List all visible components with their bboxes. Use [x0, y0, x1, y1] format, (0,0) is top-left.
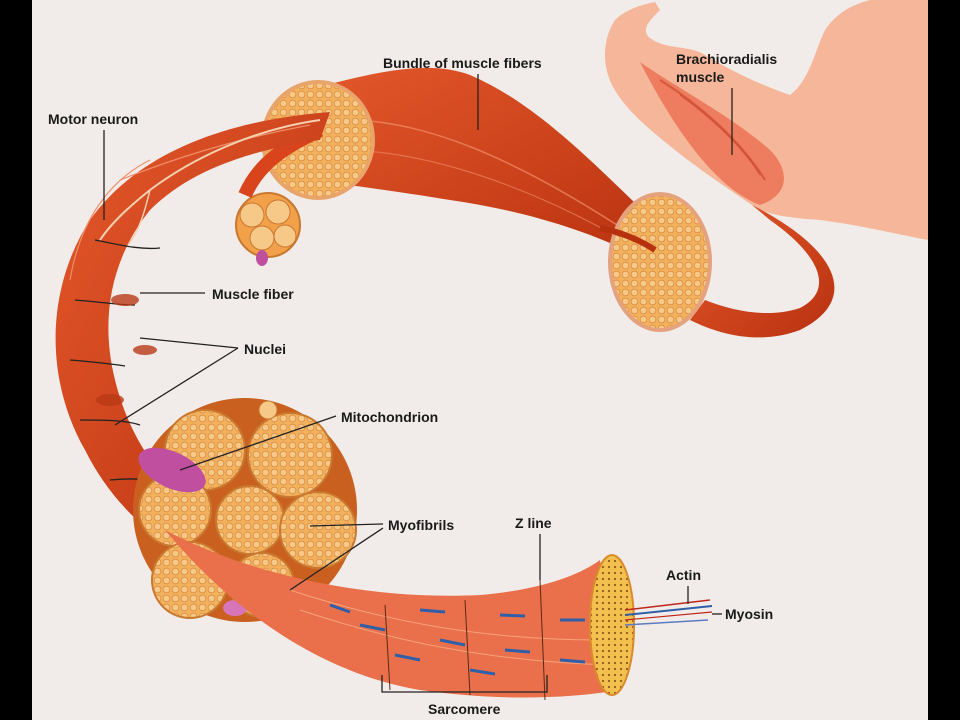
label-myosin: Myosin: [725, 606, 773, 622]
mitochondrion-shape: [138, 447, 206, 493]
sarcomere-bands: [329, 603, 586, 676]
label-myofibrils: Myofibrils: [388, 517, 454, 533]
label-bundle-of-muscle-fibers: Bundle of muscle fibers: [383, 55, 542, 71]
sarcomere-bracket: [381, 675, 548, 693]
label-mitochondrion: Mitochondrion: [341, 409, 438, 425]
motor-neuron-nerve: [99, 119, 321, 241]
label-actin: Actin: [666, 567, 701, 583]
muscle-fiber: [55, 112, 330, 560]
arm-illustration: [604, 0, 928, 240]
label-z-line: Z line: [515, 515, 552, 531]
tendon-band: [690, 205, 835, 338]
myofibril-cross-section: [133, 398, 357, 622]
fascicle-bundle: [235, 123, 324, 266]
label-brachioradialis-muscle: muscle: [676, 69, 724, 85]
myofibril: [165, 530, 620, 698]
label-sarcomere: Sarcomere: [428, 701, 501, 717]
label-brachioradialis: Brachioradialis: [676, 51, 777, 67]
label-nuclei: Nuclei: [244, 341, 286, 357]
label-motor-neuron: Motor neuron: [48, 111, 138, 127]
label-muscle-fiber: Muscle fiber: [212, 286, 294, 302]
filaments: [624, 599, 713, 626]
muscle-cross-section: [608, 192, 712, 332]
